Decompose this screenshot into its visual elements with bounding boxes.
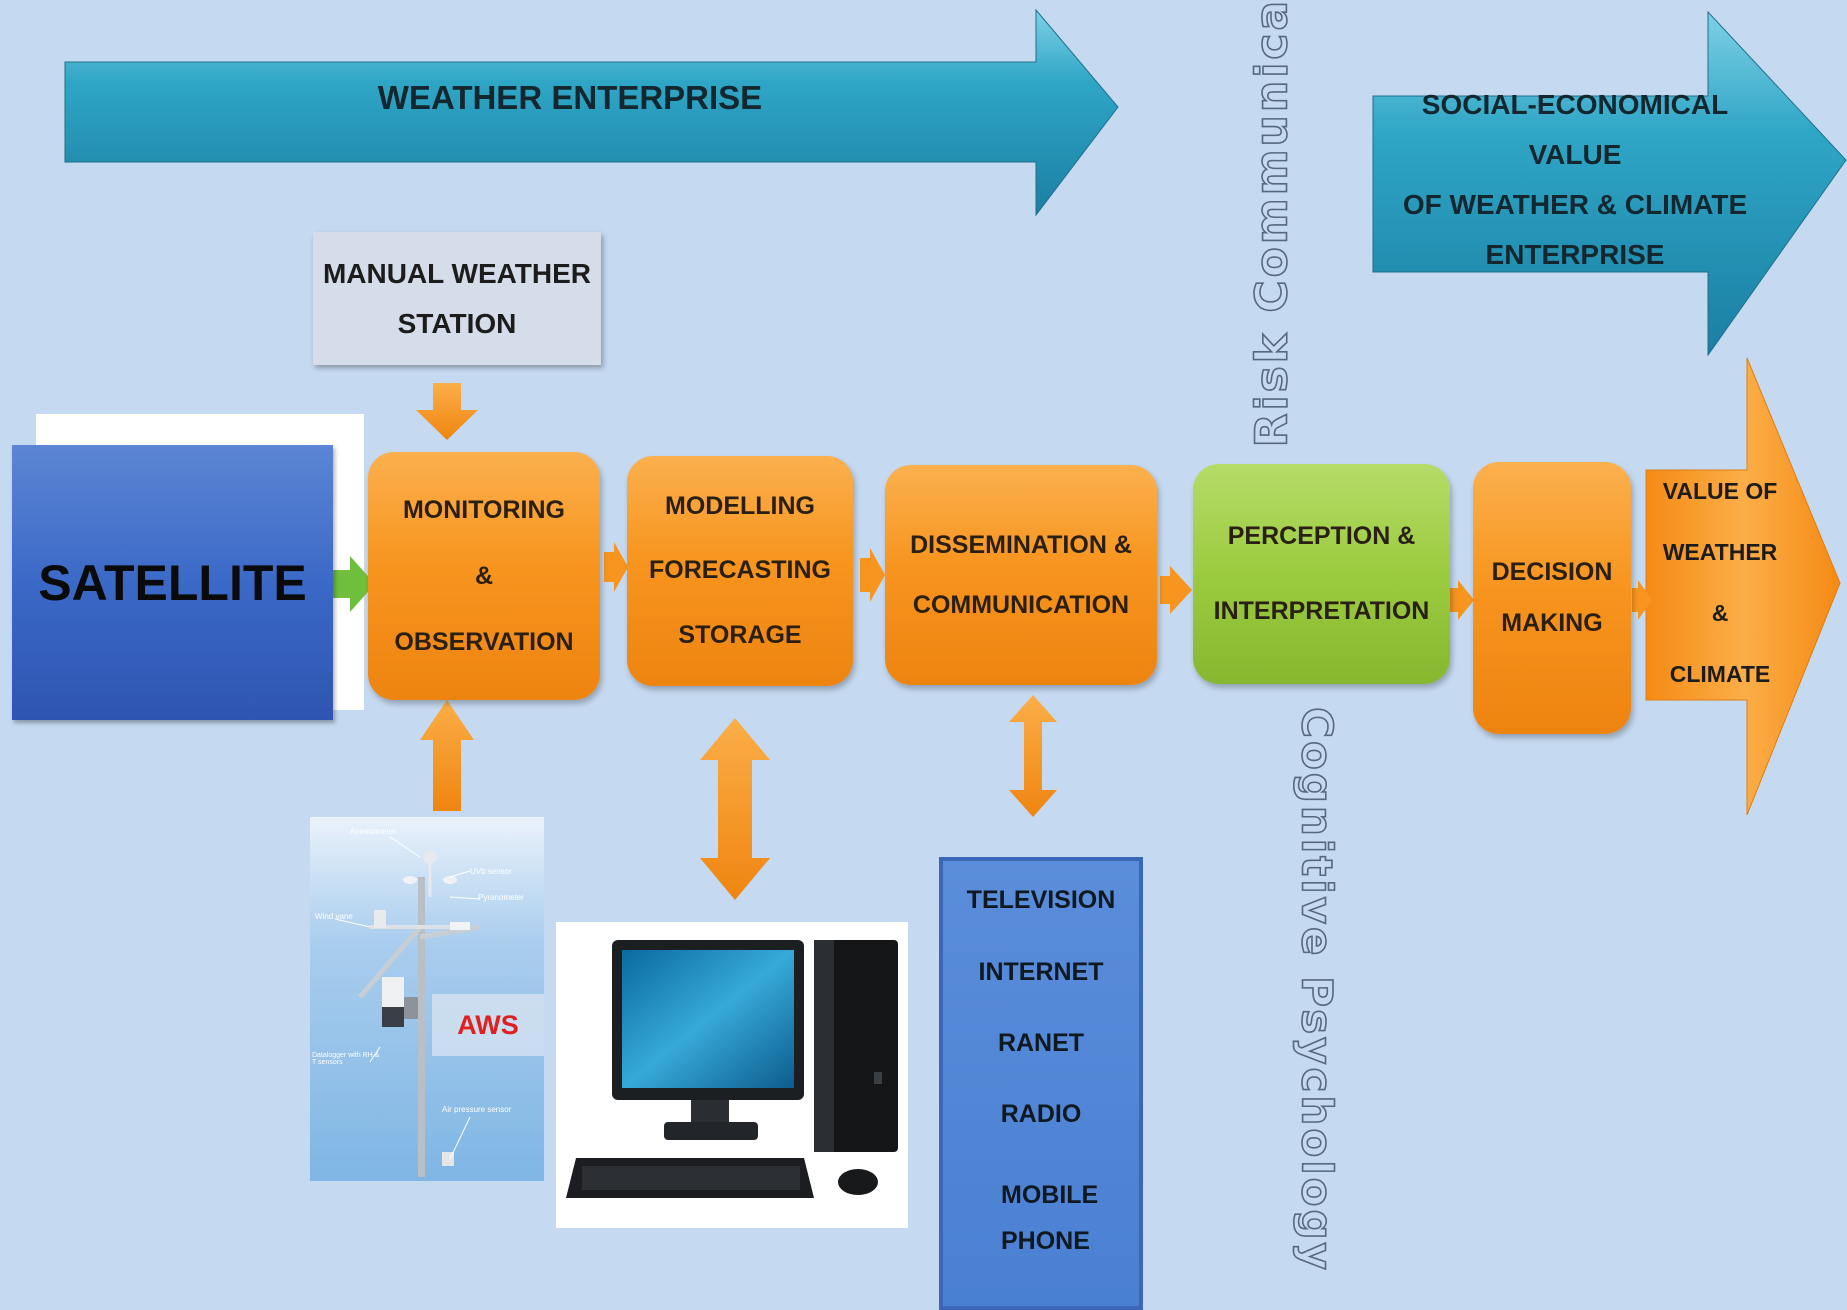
- decision-line: MAKING: [1501, 609, 1603, 637]
- aws-label: AWS: [457, 1009, 519, 1040]
- decision-making-box: DECISION MAKING: [1473, 462, 1631, 734]
- value-weather-label: VALUE OF WEATHER & CLIMATE: [1650, 478, 1790, 688]
- up-arrow-icon: [420, 700, 474, 811]
- monitoring-observation-box: MONITORING & OBSERVATION: [368, 452, 600, 700]
- decision-line: DECISION: [1491, 558, 1613, 586]
- computer-image: [556, 922, 908, 1228]
- monitoring-line: OBSERVATION: [394, 627, 574, 656]
- perception-line: PERCEPTION &: [1227, 522, 1416, 550]
- aws-part-label: Datalogger with RH & T sensors: [312, 1052, 380, 1066]
- modelling-line: FORECASTING: [649, 556, 831, 585]
- weather-enterprise-label: WEATHER ENTERPRISE: [377, 79, 763, 116]
- dissemination-line: DISSEMINATION &: [910, 530, 1132, 559]
- aws-part-label: Wind vane: [315, 912, 353, 921]
- connector-arrow-icon: [860, 548, 885, 602]
- aws-station-image: Anemometer UVb sensor Pyranometer Wind v…: [310, 817, 544, 1181]
- connector-arrow-icon: [604, 542, 628, 592]
- value-weather-line: WEATHER: [1662, 539, 1778, 565]
- media-item-mobile-phone: MOBILE PHONE: [1001, 1180, 1099, 1255]
- modelling-forecasting-box: MODELLING FORECASTING STORAGE: [627, 456, 853, 686]
- perception-line: INTERPRETATION: [1213, 597, 1430, 625]
- value-weather-line: VALUE OF: [1662, 478, 1778, 504]
- down-arrow-icon: [416, 383, 478, 440]
- value-weather-line: &: [1711, 600, 1729, 626]
- value-enterprise-line: OF WEATHER & CLIMATE: [1402, 189, 1748, 220]
- aws-label-panel: AWS: [432, 994, 544, 1056]
- aws-mast-icon: [334, 836, 481, 1177]
- computer-icon: [566, 940, 898, 1198]
- connector-arrow-icon: [1632, 580, 1652, 620]
- media-item-ranet: RANET: [997, 1028, 1085, 1057]
- monitoring-line: &: [474, 561, 494, 590]
- media-item-television: TELEVISION: [966, 886, 1116, 915]
- double-arrow-icon: [1009, 695, 1057, 817]
- connector-arrow-icon: [1160, 566, 1192, 614]
- aws-part-label: UVb sensor: [470, 867, 512, 876]
- weather-enterprise-arrow: [64, 8, 1119, 217]
- risk-communication-label: Risk Communicatio: [1246, 0, 1299, 448]
- value-enterprise-line: ENTERPRISE: [1485, 239, 1665, 270]
- aws-part-label: Air pressure sensor: [442, 1105, 512, 1114]
- value-weather-line: CLIMATE: [1669, 661, 1771, 687]
- modelling-line: MODELLING: [665, 491, 815, 520]
- perception-interpretation-box: PERCEPTION & INTERPRETATION: [1193, 464, 1450, 684]
- dissemination-line: COMMUNICATION: [912, 590, 1130, 619]
- dissemination-communication-box: DISSEMINATION & COMMUNICATION: [885, 465, 1157, 685]
- aws-part-label: Anemometer: [350, 827, 396, 836]
- green-arrow-icon: [330, 556, 375, 612]
- monitoring-line: MONITORING: [402, 495, 566, 524]
- manual-station-line: MANUAL WEATHER: [322, 257, 592, 289]
- media-item-radio: RADIO: [1000, 1100, 1082, 1129]
- value-enterprise-arrow: [1372, 10, 1847, 357]
- value-enterprise-line: SOCIAL-ECONOMICAL VALUE: [1421, 89, 1729, 170]
- connector-arrow-icon: [1450, 580, 1474, 620]
- manual-station-line: STATION: [397, 307, 517, 339]
- satellite-box: SATELLITE: [12, 445, 333, 720]
- modelling-line: STORAGE: [678, 621, 802, 650]
- value-enterprise-label: SOCIAL-ECONOMICAL VALUE OF WEATHER & CLI…: [1375, 89, 1775, 270]
- aws-part-label: Pyranometer: [478, 893, 524, 902]
- media-item-internet: INTERNET: [978, 957, 1104, 986]
- cognitive-psychology-label: Cognitive Psychology: [1292, 706, 1343, 1273]
- double-arrow-icon: [700, 718, 770, 900]
- media-channels-panel: TELEVISION INTERNET RANET RADIO MOBILE P…: [939, 857, 1143, 1310]
- value-weather-arrow: [1645, 357, 1841, 816]
- manual-weather-station: MANUAL WEATHER STATION: [313, 232, 601, 365]
- satellite-label: SATELLITE: [38, 554, 307, 611]
